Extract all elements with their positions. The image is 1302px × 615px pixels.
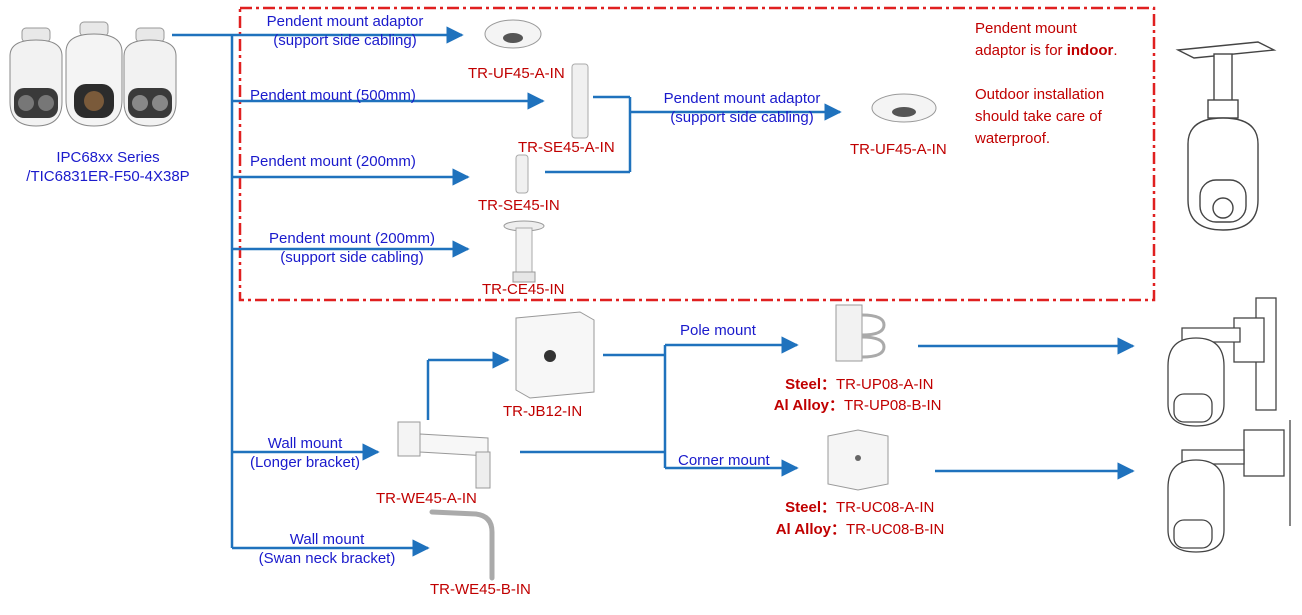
pendent-200-model: TR-SE45-IN xyxy=(478,197,560,214)
wall-longer-model: TR-WE45-A-IN xyxy=(376,490,477,507)
wall-longer-label: Wall mount (Longer bracket) xyxy=(249,435,361,471)
indoor-group-border xyxy=(238,6,1156,302)
corner-mount-icon xyxy=(827,429,889,491)
corner-mount-models: Steel：TR-UC08-A-IN Al Alloy：TR-UC08-B-IN xyxy=(775,499,945,538)
ptz-camera-icon xyxy=(9,21,177,127)
pendent-adaptor-model: TR-UF45-A-IN xyxy=(468,65,565,82)
pendent-adaptor-icon xyxy=(484,19,542,49)
camera-series-line1: IPC68xx Series xyxy=(56,149,160,166)
camera-series-label: IPC68xx Series /TIC6831ER-F50-4X38P xyxy=(8,148,208,186)
pendent-200-side-model: TR-CE45-IN xyxy=(482,281,565,298)
wall-swan-label: Wall mount (Swan neck bracket) xyxy=(258,531,396,567)
pendent-200-label: Pendent mount (200mm) xyxy=(250,153,416,170)
pendent-pole-icon xyxy=(515,154,529,194)
junction-box-model: TR-JB12-IN xyxy=(503,403,583,420)
wall-bracket-icon xyxy=(397,421,491,489)
wall-swan-model: TR-WE45-B-IN xyxy=(430,581,531,598)
junction-box-icon xyxy=(515,311,595,399)
pendent-adaptor-label: Pendent mount adaptor (support side cabl… xyxy=(266,13,424,49)
corner-mount-label: Corner mount xyxy=(678,452,770,469)
installed-camera-icon xyxy=(1175,41,1277,231)
pendent-adaptor-2-model: TR-UF45-A-IN xyxy=(850,141,947,158)
indoor-note: Pendent mount adaptor is for indoor. Out… xyxy=(975,20,1118,147)
pole-mount-icon xyxy=(835,304,886,362)
pole-mount-label: Pole mount xyxy=(680,322,756,339)
installed-camera-icon xyxy=(1167,297,1277,427)
pendent-adaptor-icon xyxy=(871,93,937,123)
pendent-200-side-label: Pendent mount (200mm) (support side cabl… xyxy=(269,230,435,266)
camera-series-line2: /TIC6831ER-F50-4X38P xyxy=(26,168,190,185)
swan-neck-icon xyxy=(429,509,495,581)
pendent-pole-icon xyxy=(571,63,589,139)
pole-mount-models: Steel：TR-UP08-A-IN Al Alloy：TR-UP08-B-IN xyxy=(773,376,942,414)
installed-camera-icon xyxy=(1167,420,1291,553)
pendent-500-model: TR-SE45-A-IN xyxy=(518,139,615,156)
pendent-500-label: Pendent mount (500mm) xyxy=(250,87,416,104)
pendent-adaptor-2-label: Pendent mount adaptor (support side cabl… xyxy=(663,90,821,126)
pendent-pole-icon xyxy=(503,220,545,283)
